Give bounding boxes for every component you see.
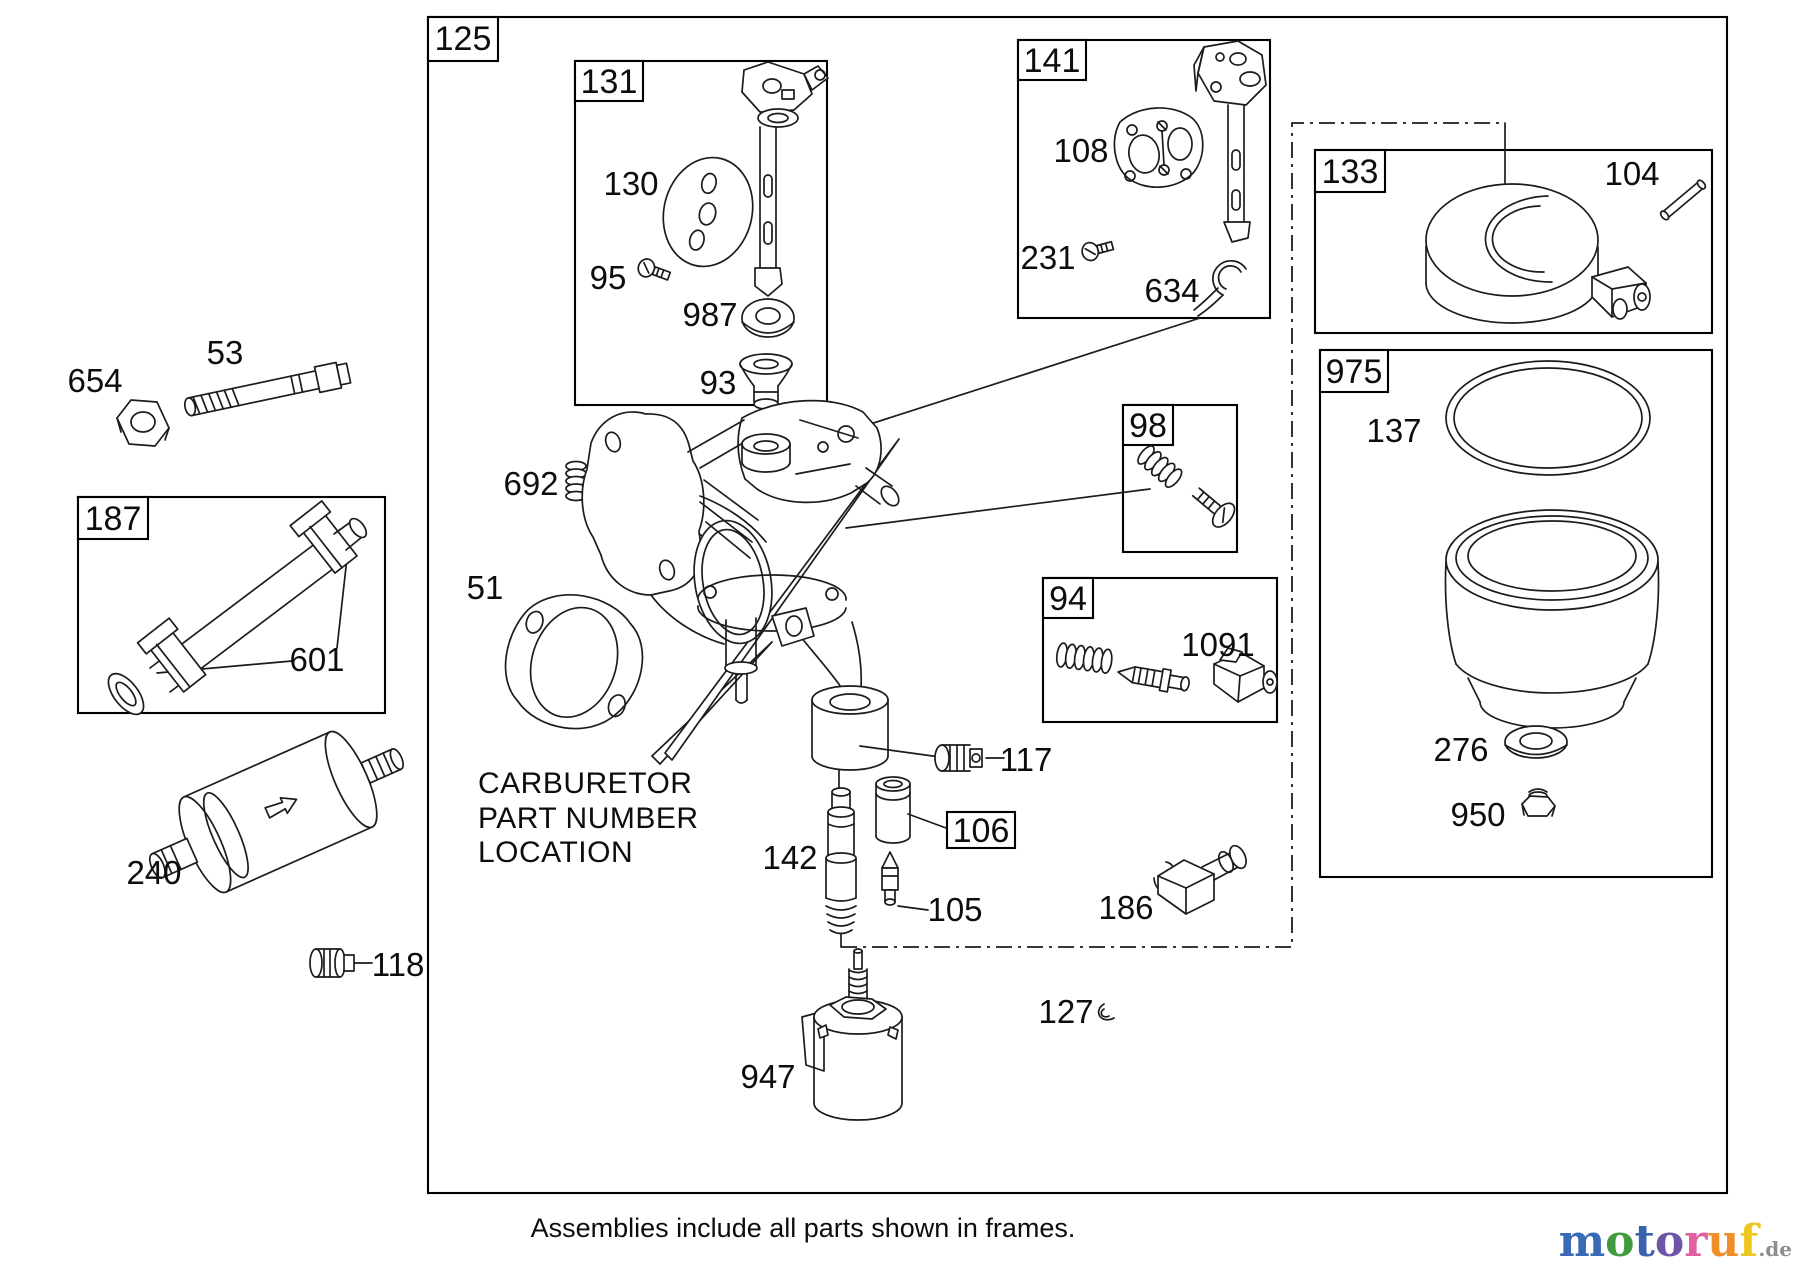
part-label-692: 692 xyxy=(503,465,558,502)
cup-106-drawing xyxy=(875,776,911,844)
assembly-dashdot-boundary xyxy=(841,122,1505,948)
part-label-93: 93 xyxy=(700,364,737,401)
frame-133 xyxy=(1313,148,1714,335)
plug-118-drawing xyxy=(309,948,355,978)
note-line-3: LOCATION xyxy=(478,836,633,869)
part-label-947: 947 xyxy=(740,1058,795,1095)
frame-label-975: 975 xyxy=(1326,353,1383,391)
logo-letter: f xyxy=(1739,1216,1761,1267)
part-label-950: 950 xyxy=(1450,796,1505,833)
logo-letter: r xyxy=(1684,1216,1708,1267)
frame-label-106: 106 xyxy=(953,812,1010,850)
logo-letter: o xyxy=(1605,1216,1634,1267)
note-line-2: PART NUMBER xyxy=(478,802,699,835)
clip-127-drawing xyxy=(1097,1003,1115,1021)
nut-950-drawing xyxy=(1521,788,1556,817)
needle-105-drawing xyxy=(881,851,899,906)
fuel-filter-240-drawing xyxy=(148,730,405,894)
frame-94 xyxy=(1041,576,1279,724)
logo-suffix: .de xyxy=(1758,1237,1792,1261)
screw-95-drawing xyxy=(637,258,672,281)
needle-kit-drawing xyxy=(1055,642,1278,703)
choke-plate-130-drawing xyxy=(662,156,754,268)
motoruf-logo[interactable]: motoruf.de xyxy=(1559,1216,1792,1267)
part-label-142: 142 xyxy=(762,839,817,876)
part-label-105: 105 xyxy=(927,891,982,928)
frame-98 xyxy=(1121,403,1239,554)
part-label-53: 53 xyxy=(207,334,244,371)
part-label-95: 95 xyxy=(590,259,627,296)
hose-601-drawing xyxy=(107,500,368,716)
frame-label-98: 98 xyxy=(1129,407,1167,445)
solenoid-947-drawing xyxy=(801,948,903,1121)
choke-kit-drawing xyxy=(637,61,829,410)
frame-131 xyxy=(573,59,829,407)
mixture-kit-drawing xyxy=(1137,445,1236,528)
frame-125 xyxy=(426,15,1729,1195)
part-label-104: 104 xyxy=(1604,155,1659,192)
gasket-108-drawing xyxy=(1113,107,1204,189)
part-label-231: 231 xyxy=(1020,239,1075,276)
bolt-53-drawing xyxy=(183,361,352,417)
part-label-137: 137 xyxy=(1366,412,1421,449)
clip-634-drawing xyxy=(1193,259,1247,317)
frame-label-133: 133 xyxy=(1322,153,1379,191)
washer-276-drawing xyxy=(1504,725,1568,759)
note-line-1: CARBURETOR xyxy=(478,767,692,800)
funnel-93-drawing xyxy=(739,353,793,410)
note-arrow-2 xyxy=(664,438,900,761)
logo-letter: u xyxy=(1707,1216,1739,1267)
part-label-130: 130 xyxy=(603,165,658,202)
frame-141 xyxy=(1016,38,1272,320)
part-label-108: 108 xyxy=(1053,132,1108,169)
part-label-51: 51 xyxy=(467,569,504,606)
frame-number-labels: 125 131 141 133 975 187 98 94 106 xyxy=(85,20,1383,850)
part-label-186: 186 xyxy=(1098,889,1153,926)
bowl-kit-drawing xyxy=(1444,360,1660,817)
frame-label-131: 131 xyxy=(581,63,638,101)
frame-975 xyxy=(1318,348,1714,879)
part-label-634: 634 xyxy=(1144,272,1199,309)
frame-label-141: 141 xyxy=(1024,42,1081,80)
part-label-118: 118 xyxy=(372,946,425,983)
part-label-987: 987 xyxy=(682,296,737,333)
frame-label-94: 94 xyxy=(1049,580,1087,618)
plug-117-drawing xyxy=(934,744,983,772)
frame-label-125: 125 xyxy=(435,20,492,58)
part-label-654: 654 xyxy=(67,362,122,399)
seal-987-drawing xyxy=(741,298,795,338)
float-133-drawing xyxy=(1425,179,1707,324)
logo-letter: o xyxy=(1655,1216,1684,1267)
assemblies-caption: Assemblies include all parts shown in fr… xyxy=(531,1213,1076,1243)
part-label-240: 240 xyxy=(126,854,181,891)
part-number-labels: 654 53 130 95 987 93 108 231 634 104 137… xyxy=(67,132,1659,1095)
carburetor-body-drawing xyxy=(581,399,900,789)
frame-187 xyxy=(76,495,387,715)
tube-142-drawing xyxy=(825,787,857,948)
part-label-601: 601 xyxy=(289,641,344,678)
frame-106-label-box xyxy=(945,810,1017,850)
part-label-127: 127 xyxy=(1038,993,1093,1030)
throttle-kit-drawing xyxy=(1081,40,1267,317)
gasket-51-drawing xyxy=(504,594,644,730)
part-number-location-note: CARBURETOR PART NUMBER LOCATION xyxy=(478,767,699,869)
nut-654-drawing xyxy=(116,399,170,447)
pin-104-drawing xyxy=(1659,179,1707,221)
part-label-117: 117 xyxy=(1000,741,1053,778)
elbow-186-drawing xyxy=(1153,844,1247,915)
logo-letter: t xyxy=(1635,1216,1656,1267)
part-label-276: 276 xyxy=(1433,731,1488,768)
frame-label-187: 187 xyxy=(85,500,142,538)
part-label-1091: 1091 xyxy=(1181,626,1254,663)
logo-letter: m xyxy=(1559,1216,1606,1267)
solenoid-1091-drawing xyxy=(1213,647,1278,703)
screw-231-drawing xyxy=(1081,240,1115,262)
assembly-frames xyxy=(76,15,1729,1195)
